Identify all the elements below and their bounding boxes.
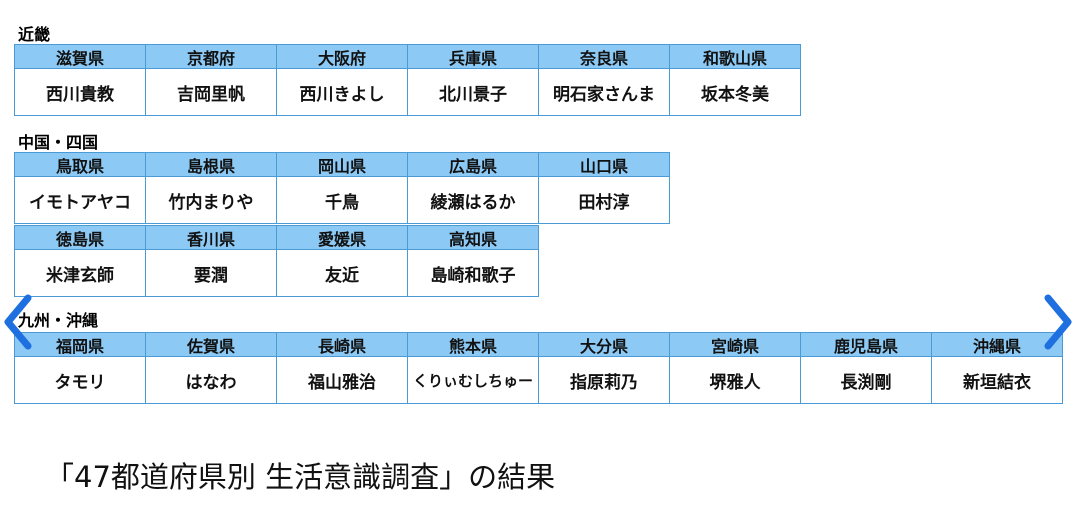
- pref-name: 高知県: [408, 226, 538, 250]
- pref-cell: 福岡県タモリ: [14, 332, 146, 404]
- pref-name: 兵庫県: [408, 45, 538, 69]
- person-name: 島崎和歌子: [408, 250, 538, 296]
- region-chugoku-row-1: 鳥取県イモトアヤコ 島根県竹内まりや 岡山県千鳥 広島県綾瀬はるか 山口県田村淳: [14, 152, 670, 224]
- person-name: イモトアヤコ: [15, 177, 145, 223]
- chevron-right-icon: [1044, 294, 1072, 350]
- pref-name: 鳥取県: [15, 153, 145, 177]
- pref-name: 島根県: [146, 153, 276, 177]
- pref-cell: 鳥取県イモトアヤコ: [14, 152, 146, 224]
- person-name: 長渕剛: [801, 357, 931, 403]
- pref-cell: 京都府吉岡里帆: [145, 44, 277, 116]
- pref-cell: 徳島県米津玄師: [14, 225, 146, 297]
- pref-name: 徳島県: [15, 226, 145, 250]
- region-kinki-row-1: 滋賀県西川貴教 京都府吉岡里帆 大阪府西川きよし 兵庫県北川景子 奈良県明石家さ…: [14, 44, 801, 116]
- person-name: くりぃむしちゅー: [408, 357, 538, 403]
- pref-cell: 佐賀県はなわ: [145, 332, 277, 404]
- pref-cell: 島根県竹内まりや: [145, 152, 277, 224]
- pref-name: 沖縄県: [932, 333, 1062, 357]
- pref-name: 山口県: [539, 153, 669, 177]
- person-name: はなわ: [146, 357, 276, 403]
- pref-name: 広島県: [408, 153, 538, 177]
- pref-cell: 兵庫県北川景子: [407, 44, 539, 116]
- pref-name: 福岡県: [15, 333, 145, 357]
- pref-cell: 熊本県くりぃむしちゅー: [407, 332, 539, 404]
- region-kyushu-row-1: 福岡県タモリ 佐賀県はなわ 長崎県福山雅治 熊本県くりぃむしちゅー 大分県指原莉…: [14, 332, 1063, 404]
- person-name: 田村淳: [539, 177, 669, 223]
- person-name: 西川きよし: [277, 69, 407, 115]
- pref-cell: 香川県要潤: [145, 225, 277, 297]
- pref-name: 長崎県: [277, 333, 407, 357]
- pref-cell: 奈良県明石家さんま: [538, 44, 670, 116]
- pref-cell: 広島県綾瀬はるか: [407, 152, 539, 224]
- person-name: 友近: [277, 250, 407, 296]
- pref-name: 大阪府: [277, 45, 407, 69]
- pref-name: 宮崎県: [670, 333, 800, 357]
- person-name: 米津玄師: [15, 250, 145, 296]
- person-name: 北川景子: [408, 69, 538, 115]
- region-shikoku-row-2: 徳島県米津玄師 香川県要潤 愛媛県友近 高知県島崎和歌子: [14, 225, 539, 297]
- person-name: 千鳥: [277, 177, 407, 223]
- person-name: 綾瀬はるか: [408, 177, 538, 223]
- pref-cell: 大分県指原莉乃: [538, 332, 670, 404]
- person-name: タモリ: [15, 357, 145, 403]
- person-name: 西川貴教: [15, 69, 145, 115]
- person-name: 竹内まりや: [146, 177, 276, 223]
- pref-cell: 鹿児島県長渕剛: [800, 332, 932, 404]
- pref-cell: 滋賀県西川貴教: [14, 44, 146, 116]
- pref-name: 佐賀県: [146, 333, 276, 357]
- person-name: 要潤: [146, 250, 276, 296]
- pref-name: 愛媛県: [277, 226, 407, 250]
- pref-name: 奈良県: [539, 45, 669, 69]
- pref-name: 鹿児島県: [801, 333, 931, 357]
- person-name: 堺雅人: [670, 357, 800, 403]
- pref-cell: 宮崎県堺雅人: [669, 332, 801, 404]
- person-name: 指原莉乃: [539, 357, 669, 403]
- pref-name: 和歌山県: [670, 45, 800, 69]
- pref-name: 岡山県: [277, 153, 407, 177]
- person-name: 福山雅治: [277, 357, 407, 403]
- pref-name: 京都府: [146, 45, 276, 69]
- pref-name: 滋賀県: [15, 45, 145, 69]
- region-title-chugoku-shikoku: 中国・四国: [18, 133, 99, 152]
- pref-cell: 沖縄県新垣結衣: [931, 332, 1063, 404]
- person-name: 吉岡里帆: [146, 69, 276, 115]
- pref-cell: 和歌山県坂本冬美: [669, 44, 801, 116]
- pref-cell: 大阪府西川きよし: [276, 44, 408, 116]
- prev-slide-button[interactable]: [0, 292, 34, 352]
- person-name: 明石家さんま: [539, 69, 669, 115]
- region-title-kinki: 近畿: [18, 25, 51, 44]
- person-name: 坂本冬美: [670, 69, 800, 115]
- pref-cell: 岡山県千鳥: [276, 152, 408, 224]
- next-slide-button[interactable]: [1042, 292, 1076, 352]
- pref-cell: 山口県田村淳: [538, 152, 670, 224]
- pref-name: 大分県: [539, 333, 669, 357]
- pref-cell: 長崎県福山雅治: [276, 332, 408, 404]
- image-caption: 「47都道府県別 生活意識調査」の結果: [45, 460, 556, 494]
- pref-name: 熊本県: [408, 333, 538, 357]
- pref-cell: 高知県島崎和歌子: [407, 225, 539, 297]
- pref-cell: 愛媛県友近: [276, 225, 408, 297]
- pref-name: 香川県: [146, 226, 276, 250]
- region-title-kyushu-okinawa: 九州・沖縄: [18, 311, 99, 330]
- chevron-left-icon: [4, 294, 32, 350]
- person-name: 新垣結衣: [932, 357, 1062, 403]
